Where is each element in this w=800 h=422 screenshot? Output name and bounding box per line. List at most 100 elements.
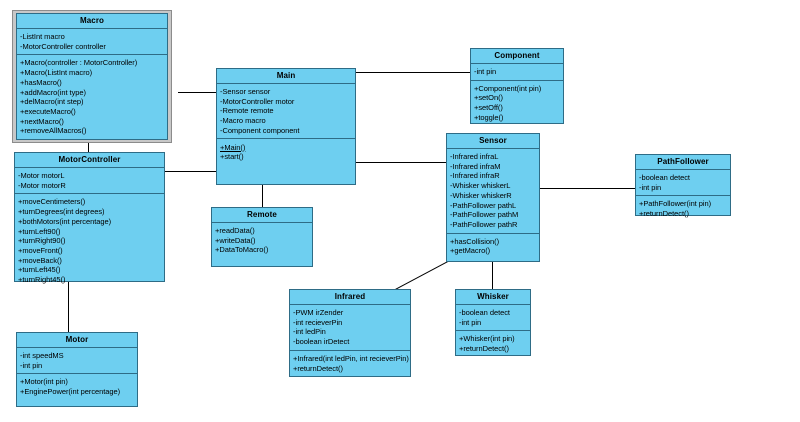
uml-class-infrared[interactable]: Infrared -PWM irZender -int recieverPin … <box>289 289 411 377</box>
uml-class-motor[interactable]: Motor -int speedMS -int pin +Motor(int p… <box>16 332 138 407</box>
operation: +moveCentimeters() <box>18 197 86 207</box>
connector-macro-motorcontroller <box>88 141 89 152</box>
uml-class-macro[interactable]: Macro -ListInt macro -MotorController co… <box>16 13 168 140</box>
operations-macro: +Macro(controller : MotorController) +Ma… <box>17 54 167 139</box>
uml-class-sensor[interactable]: Sensor -Infrared infraL -Infrared infraM… <box>446 133 540 262</box>
attributes-pathfollower: -boolean detect -int pin <box>636 170 730 195</box>
operation: +Whisker(int pin) <box>459 334 515 344</box>
operation: +returnDetect() <box>459 344 509 354</box>
class-name-sensor: Sensor <box>447 134 539 149</box>
operation: +returnDetect() <box>293 363 343 373</box>
operation: +turnDegrees(int degrees) <box>18 207 105 217</box>
operations-infrared: +Infrared(int ledPin, int recieverPin) +… <box>290 349 410 376</box>
attribute: -int ledPin <box>293 327 326 337</box>
class-name-macro: Macro <box>17 14 167 29</box>
operation: +hasMacro() <box>20 77 62 87</box>
connector-motorcontroller-main <box>165 171 216 172</box>
operation: +executeMacro() <box>20 106 76 116</box>
operation: +turnLeft45() <box>18 265 61 275</box>
operations-remote: +readData() +writeData() +DataToMacro() <box>212 223 312 257</box>
class-name-whisker: Whisker <box>456 290 530 305</box>
attributes-motor: -int speedMS -int pin <box>17 348 137 373</box>
attribute: -PathFollower pathR <box>450 219 518 229</box>
class-name-pathfollower: PathFollower <box>636 155 730 170</box>
operation: +returnDetect() <box>639 209 689 219</box>
uml-class-pathfollower[interactable]: PathFollower -boolean detect -int pin +P… <box>635 154 731 217</box>
attribute: -boolean detect <box>459 308 510 318</box>
operation: +Macro(ListInt macro) <box>20 68 93 78</box>
class-name-main: Main <box>217 69 355 84</box>
attributes-macro: -ListInt macro -MotorController controll… <box>17 29 167 54</box>
operation: +Motor(int pin) <box>20 377 68 387</box>
connector-macro-main <box>178 92 216 93</box>
uml-class-remote[interactable]: Remote +readData() +writeData() +DataToM… <box>211 207 313 267</box>
class-name-motorcontroller: MotorController <box>15 153 164 168</box>
connector-sensor-pathfollower <box>540 188 635 189</box>
operation: +moveFront() <box>18 245 63 255</box>
attribute: -int pin <box>474 67 497 77</box>
connector-main-sensor <box>356 162 446 163</box>
operations-whisker: +Whisker(int pin) +returnDetect() <box>456 330 530 356</box>
operation: +turnLeft90() <box>18 226 61 236</box>
operation: +nextMacro() <box>20 116 64 126</box>
operation: +moveBack() <box>18 255 62 265</box>
attribute: -Macro macro <box>220 116 266 126</box>
operations-component: +Component(int pin) +setOn() +setOff() +… <box>471 79 563 126</box>
operation: +addMacro(int type) <box>20 87 86 97</box>
operation: +delMacro(int step) <box>20 97 84 107</box>
connector-main-remote <box>262 185 263 207</box>
attribute: -int speedMS <box>20 351 64 361</box>
connector-main-component-horizontal <box>356 72 470 73</box>
attribute: -Whisker whiskerR <box>450 190 512 200</box>
operation: +turnRight90() <box>18 236 66 246</box>
operation: +Macro(controller : MotorController) <box>20 58 138 68</box>
attributes-whisker: -boolean detect -int pin <box>456 305 530 330</box>
operation: +EnginePower(int percentage) <box>20 387 121 397</box>
operation: +bothMotors(int percentage) <box>18 216 112 226</box>
attribute: -int recieverPin <box>293 317 343 327</box>
operation: +toggle() <box>474 112 504 122</box>
attribute: -MotorController motor <box>220 96 295 106</box>
operation: +Infrared(int ledPin, int recieverPin) <box>293 353 409 363</box>
operation: +Component(int pin) <box>474 83 542 93</box>
uml-class-component[interactable]: Component -int pin +Component(int pin) +… <box>470 48 564 124</box>
attribute: -ListInt macro <box>20 32 65 42</box>
attribute: -int pin <box>639 182 662 192</box>
uml-class-main[interactable]: Main -Sensor sensor -MotorController mot… <box>216 68 356 185</box>
uml-class-whisker[interactable]: Whisker -boolean detect -int pin +Whiske… <box>455 289 531 356</box>
class-name-motor: Motor <box>17 333 137 348</box>
attribute: -Infrared infraL <box>450 152 499 162</box>
attribute: -PathFollower pathL <box>450 200 517 210</box>
attribute: -PWM irZender <box>293 308 344 318</box>
attribute: -int pin <box>20 360 43 370</box>
operations-pathfollower: +PathFollower(int pin) +returnDetect() <box>636 195 730 221</box>
attribute: -boolean detect <box>639 173 690 183</box>
operation: +writeData() <box>215 235 256 245</box>
operation: +turnRight45() <box>18 274 66 284</box>
attribute: -Motor motorL <box>18 171 65 181</box>
attribute: -Sensor sensor <box>220 87 271 97</box>
attribute: -MotorController controller <box>20 41 106 51</box>
uml-class-motorcontroller[interactable]: MotorController -Motor motorL -Motor mot… <box>14 152 165 284</box>
connector-sensor-whisker <box>492 262 493 289</box>
attribute: -int pin <box>459 317 482 327</box>
operations-sensor: +hasCollision() +getMacro() <box>447 232 539 259</box>
operation: +readData() <box>215 226 255 236</box>
attributes-component: -int pin <box>471 64 563 80</box>
attributes-main: -Sensor sensor -MotorController motor -R… <box>217 84 355 138</box>
attribute: -Infrared infraM <box>450 161 501 171</box>
connector-motorcontroller-motor <box>68 282 69 332</box>
attributes-sensor: -Infrared infraL -Infrared infraM -Infra… <box>447 149 539 233</box>
attribute: -Component component <box>220 125 300 135</box>
attribute: -Remote remote <box>220 106 274 116</box>
operation: +removeAllMacros() <box>20 126 87 136</box>
operation: +PathFollower(int pin) <box>639 199 712 209</box>
attributes-infrared: -PWM irZender -int recieverPin -int ledP… <box>290 305 410 350</box>
attribute: -Motor motorR <box>18 180 66 190</box>
class-name-remote: Remote <box>212 208 312 223</box>
operation: +getMacro() <box>450 246 491 256</box>
class-name-component: Component <box>471 49 563 64</box>
operation: +setOn() <box>474 93 503 103</box>
attribute: -Infrared infraR <box>450 171 500 181</box>
